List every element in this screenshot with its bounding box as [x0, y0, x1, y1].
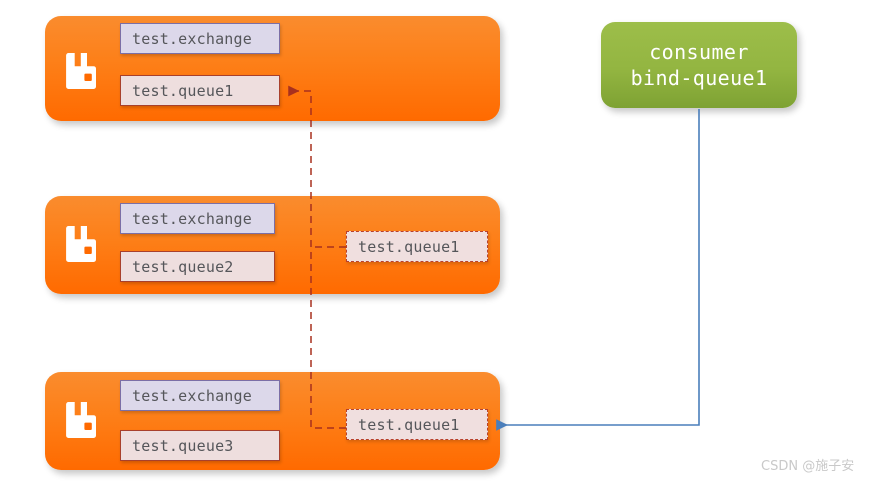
consumer-node[interactable]: consumer bind-queue1	[601, 22, 797, 108]
consumer-line-2: bind-queue1	[630, 66, 768, 90]
mirror-queue-label-3[interactable]: test.queue1	[346, 409, 488, 440]
rabbitmq-logo-icon	[60, 51, 100, 91]
queue-label-1[interactable]: test.queue1	[120, 75, 280, 106]
consumer-line-1: consumer	[649, 39, 749, 64]
queue-label-3[interactable]: test.queue3	[120, 430, 280, 461]
consumer-wire	[496, 109, 700, 431]
queue-label-2[interactable]: test.queue2	[120, 251, 275, 282]
rabbitmq-logo-icon	[60, 224, 100, 264]
exchange-label-3[interactable]: test.exchange	[120, 380, 280, 411]
mirror-queue-label-2[interactable]: test.queue1	[346, 231, 488, 262]
broker-panel-2[interactable]: test.exchange test.queue2 test.queue1	[45, 196, 500, 294]
watermark: CSDN @施子安	[761, 459, 855, 474]
exchange-label-1[interactable]: test.exchange	[120, 23, 280, 54]
broker-panel-3[interactable]: test.exchange test.queue3 test.queue1	[45, 372, 500, 470]
rabbitmq-logo-icon	[60, 400, 100, 440]
broker-panel-1[interactable]: test.exchange test.queue1	[45, 16, 500, 121]
exchange-label-2[interactable]: test.exchange	[120, 203, 275, 234]
